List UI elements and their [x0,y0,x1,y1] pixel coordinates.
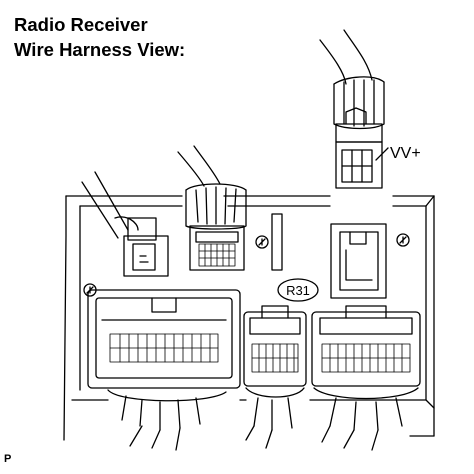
ground-screw-icon [396,233,410,247]
top-center-connector [177,145,247,271]
connector-pin-grid [251,343,299,373]
antenna-connector [81,171,169,277]
left-large-connector [87,289,241,451]
right-socket-connector [330,223,387,299]
title-line-2: Wire Harness View: [14,39,186,60]
figure-id: P [4,453,12,465]
connector-code-text: R31 [286,283,310,298]
right-bottom-connector [311,305,421,451]
connector-pin-grid [198,243,236,267]
ground-bracket [271,213,283,271]
diagram-title: Radio Receiver Wire Harness View: [14,12,185,62]
radio-receiver-body [63,195,435,441]
vv-plus-connector [319,29,389,189]
middle-bottom-connector [243,305,307,449]
connector-pin-grid [109,333,219,363]
title-line-1: Radio Receiver [14,14,148,35]
ground-screw-icon [255,235,269,249]
vv-plus-label: VV+ [390,145,421,162]
connector-pin-grid [321,343,411,373]
connector-code-label: R31 [277,278,319,302]
